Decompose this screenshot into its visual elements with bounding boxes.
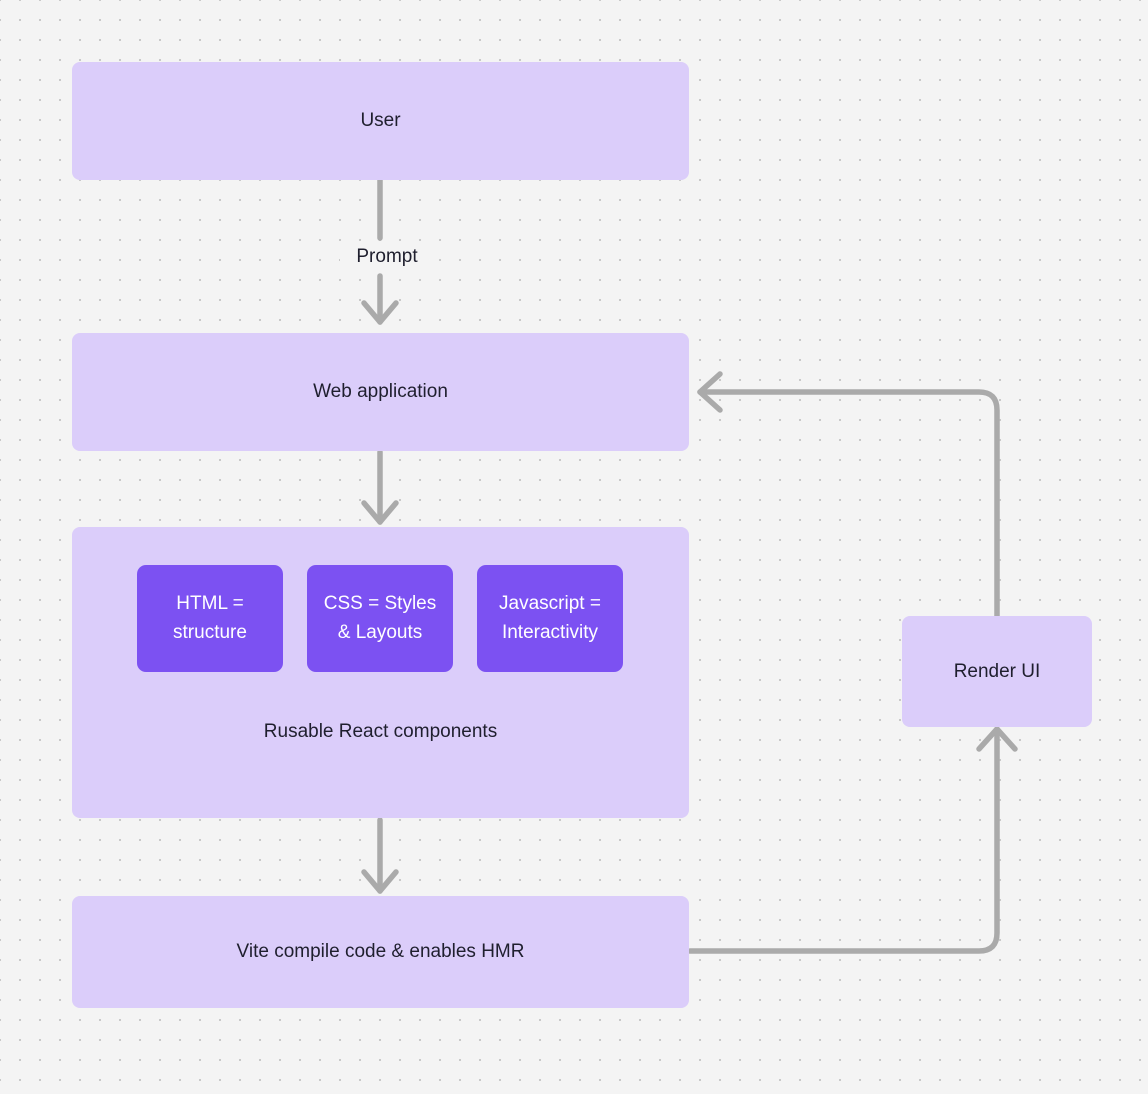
node-user[interactable]: User: [72, 62, 689, 180]
node-javascript-label-line2: Interactivity: [501, 621, 599, 643]
node-html-label-line2: structure: [173, 621, 247, 643]
node-web-application-label: Web application: [313, 381, 448, 403]
node-components-group[interactable]: HTML = structure CSS = Styles & Layouts …: [72, 527, 689, 818]
edge-label-prompt: Prompt: [340, 245, 434, 269]
edge-vite-to-render-ui: [687, 726, 1000, 954]
node-css-label-line1: CSS = Styles: [323, 593, 437, 614]
node-javascript-label-line1: Javascript =: [499, 593, 601, 614]
node-user-label: User: [360, 110, 401, 132]
node-components-group-label: Rusable React components: [263, 721, 498, 742]
arrowhead-down-to-web-application: [361, 300, 399, 325]
node-css[interactable]: CSS = Styles & Layouts: [307, 565, 453, 672]
arrowhead-up-to-render-ui: [976, 726, 1018, 752]
node-web-application[interactable]: Web application: [72, 333, 689, 451]
node-css-label-line2: & Layouts: [337, 621, 423, 643]
node-javascript[interactable]: Javascript = Interactivity: [477, 565, 623, 672]
node-html[interactable]: HTML = structure: [137, 565, 283, 672]
node-vite[interactable]: Vite compile code & enables HMR: [72, 896, 689, 1008]
node-render-ui[interactable]: Render UI: [902, 616, 1092, 727]
node-vite-label: Vite compile code & enables HMR: [236, 941, 525, 963]
arrowhead-down-to-components: [361, 500, 399, 525]
node-html-label-line1: HTML =: [176, 593, 244, 614]
arrowhead-down-to-vite: [361, 869, 399, 894]
arrowhead-left-to-web-application: [697, 371, 723, 413]
edge-render-ui-to-web-application: [697, 389, 1000, 619]
node-render-ui-label: Render UI: [953, 660, 1041, 682]
